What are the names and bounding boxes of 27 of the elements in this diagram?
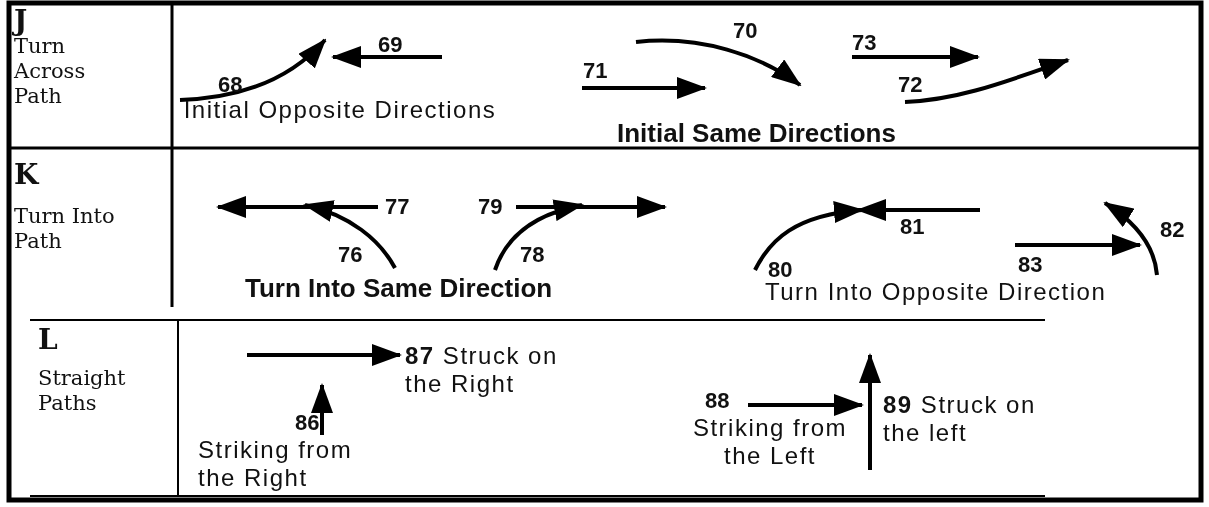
path-number: 73 xyxy=(852,30,877,57)
path-number: 77 xyxy=(385,194,410,221)
path-number: 68 xyxy=(218,72,243,99)
path-number: 81 xyxy=(900,214,925,241)
path-caption: Striking from the Left xyxy=(691,414,849,470)
path-caption: 87 Struck on the Right xyxy=(405,342,559,398)
category-caption: Initial Opposite Directions xyxy=(182,96,498,124)
section-letter: K xyxy=(14,158,41,192)
path-number: 72 xyxy=(898,72,923,99)
path-number: 76 xyxy=(338,242,363,269)
path-number: 83 xyxy=(1018,252,1043,279)
path-number: 70 xyxy=(733,18,758,45)
category-caption: Initial Same Directions xyxy=(617,118,896,150)
section-letter: L xyxy=(38,323,59,357)
path-caption: Striking from the Right xyxy=(198,436,354,492)
path-number: 71 xyxy=(583,58,608,85)
section-title: Straight Paths xyxy=(38,366,127,417)
section-letter: J xyxy=(14,4,29,38)
path-number: 86 xyxy=(295,410,320,437)
path-number: 69 xyxy=(378,32,403,59)
section-title: Turn Into Path xyxy=(14,204,116,255)
category-caption: Turn Into Same Direction xyxy=(245,273,553,305)
path-caption: 89 Struck on the left xyxy=(883,391,1037,447)
path-number: 88 xyxy=(705,388,730,415)
path-number: 79 xyxy=(478,194,503,221)
path-number: 82 xyxy=(1160,217,1185,244)
path-number: 78 xyxy=(520,242,545,269)
